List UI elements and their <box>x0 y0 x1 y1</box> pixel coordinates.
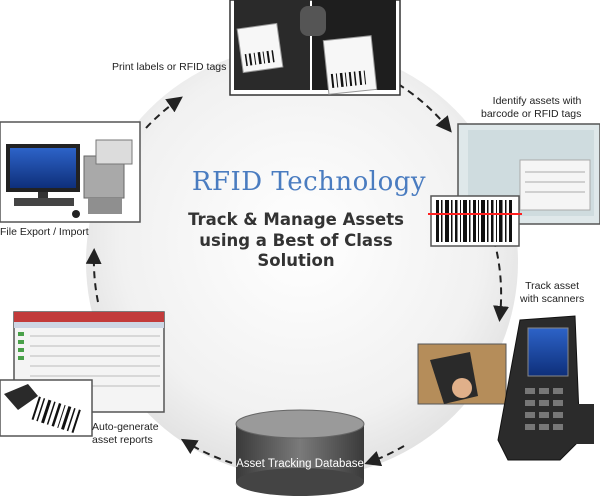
diagram-tagline: Track & Manage Assets using a Best of Cl… <box>188 210 404 271</box>
arrow-print-to-identify <box>397 83 452 133</box>
diagram-title: RFID Technology <box>191 167 427 197</box>
identify-line-1: Identify assets with <box>492 95 582 107</box>
track-line-1: Track asset <box>525 280 580 292</box>
identify-line-2: barcode or RFID tags <box>481 108 582 121</box>
arrow-reports-to-export <box>85 248 102 303</box>
label-print-step: Print labels or RFID tags <box>112 61 227 73</box>
arrow-track-to-database <box>364 445 405 467</box>
reports-screen-icon <box>0 311 165 437</box>
arrow-export-to-print <box>145 96 183 129</box>
barcode-label-icon <box>428 195 522 247</box>
label-track-step: Track asset with scanners <box>520 280 584 306</box>
label-reports-step: Auto-generate asset reports <box>92 421 159 447</box>
reports-line-1: Auto-generate <box>92 421 159 433</box>
background-disk <box>86 46 518 478</box>
handheld-scanner-icon <box>417 315 594 461</box>
label-printer-icon <box>229 0 401 96</box>
label-export-step: File Export / Import <box>0 226 89 238</box>
label-identify-step: Identify assets with barcode or RFID tag… <box>481 95 581 121</box>
arrow-database-to-reports <box>180 438 233 464</box>
track-line-2: with scanners <box>520 293 585 306</box>
kiosk-computer-icon <box>0 121 141 223</box>
database-label: Asset Tracking Database <box>236 458 364 470</box>
reports-line-2: asset reports <box>92 434 153 447</box>
database-icon <box>235 409 365 496</box>
